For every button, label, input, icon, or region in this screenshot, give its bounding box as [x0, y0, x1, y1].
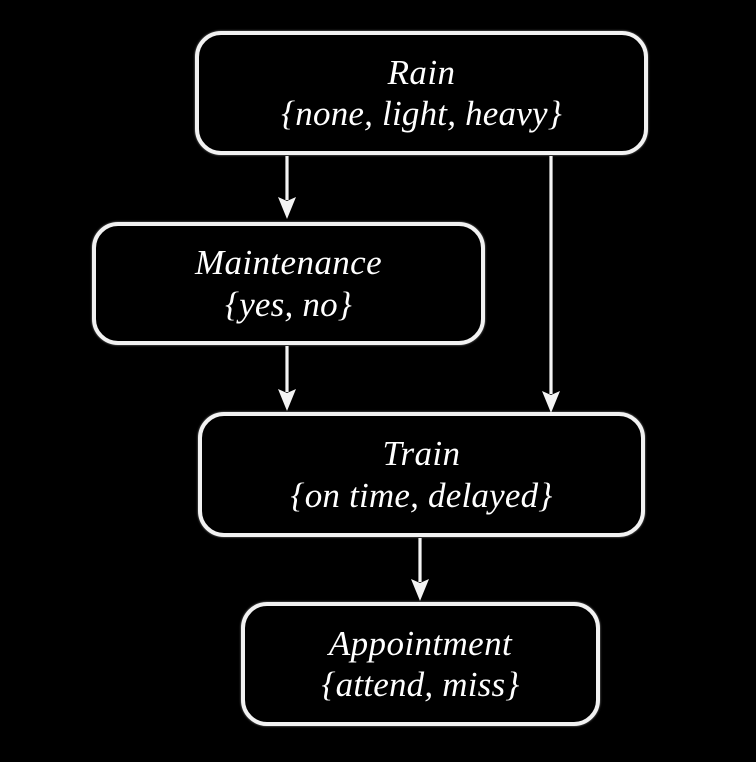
node-rain-domain: {none, light, heavy}: [281, 94, 562, 133]
arrowhead-icon: [278, 197, 296, 219]
arrowhead-icon: [278, 389, 296, 411]
node-train[interactable]: Train {on time, delayed}: [198, 412, 645, 537]
arrowhead-icon: [542, 391, 560, 413]
node-train-domain: {on time, delayed}: [290, 475, 553, 515]
edge-train-to-appointment: [411, 538, 429, 601]
node-rain-label: Rain: [387, 52, 456, 92]
arrowhead-icon: [411, 579, 429, 601]
edge-rain-to-maintenance: [278, 156, 296, 219]
edge-rain-to-train: [542, 156, 560, 413]
node-appointment[interactable]: Appointment {attend, miss}: [241, 602, 600, 726]
node-maintenance-label: Maintenance: [194, 243, 383, 283]
edge-maintenance-to-train: [278, 346, 296, 411]
node-rain[interactable]: Rain {none, light, heavy}: [195, 31, 648, 155]
node-appointment-domain: {attend, miss}: [321, 665, 520, 704]
node-maintenance-domain: {yes, no}: [225, 284, 352, 324]
node-train-label: Train: [382, 434, 461, 474]
node-maintenance[interactable]: Maintenance {yes, no}: [92, 222, 485, 345]
node-appointment-label: Appointment: [328, 623, 513, 663]
